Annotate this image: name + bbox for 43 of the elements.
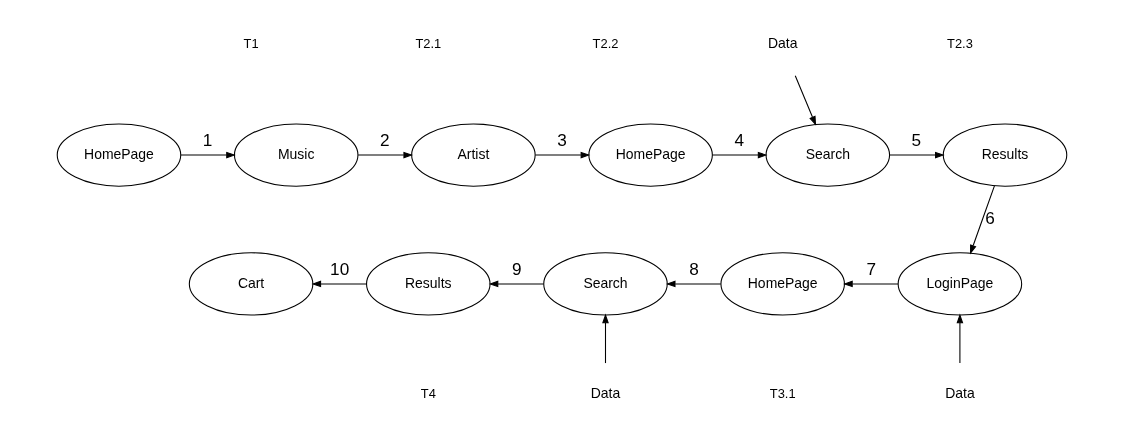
- node-ellipse: Results: [942, 122, 1068, 187]
- label: T2.1: [415, 35, 442, 51]
- edge-label: 1: [202, 129, 213, 150]
- arrow: [712, 151, 768, 158]
- node-ellipse: Cart: [188, 251, 314, 316]
- label: T2.3: [947, 35, 973, 51]
- node-ellipse: Results: [366, 251, 491, 316]
- node-text: Data: [590, 384, 621, 401]
- arrow: [311, 280, 367, 287]
- arrow: [843, 280, 899, 287]
- label: T2.2: [592, 35, 619, 51]
- label: T4: [420, 385, 436, 401]
- edge-label: 2: [380, 129, 390, 150]
- label: T1: [243, 35, 259, 51]
- arrow: [956, 313, 964, 364]
- node-text: Data: [767, 34, 798, 51]
- node-ellipse: Search: [543, 251, 668, 316]
- label: T3.1: [769, 385, 796, 401]
- node-ellipse: HomePage: [720, 251, 845, 316]
- arrow: [488, 280, 545, 287]
- edge-label: 7: [866, 258, 877, 279]
- node-ellipse: Search: [765, 122, 891, 187]
- arrow: [534, 151, 591, 158]
- edge-label: 10: [330, 258, 350, 279]
- node-ellipse: LoginPage: [897, 251, 1023, 316]
- node-ellipse: HomePage: [588, 122, 713, 187]
- arrow: [602, 313, 609, 364]
- edge-label: 4: [734, 129, 744, 150]
- node-ellipse: Music: [233, 122, 359, 187]
- arrow: [794, 74, 817, 126]
- edge-label: 6: [985, 207, 995, 228]
- edge-label: 8: [689, 258, 699, 279]
- node-text: Data: [945, 384, 975, 401]
- node-ellipse: HomePage: [56, 122, 182, 187]
- arrow: [357, 151, 414, 158]
- arrow: [889, 151, 945, 158]
- edge-label: 3: [557, 129, 567, 150]
- edge-label: 9: [512, 258, 522, 279]
- edge-label: 5: [911, 129, 922, 150]
- arrow: [970, 184, 995, 254]
- arrow: [180, 151, 236, 158]
- node-ellipse: Artist: [411, 122, 536, 187]
- arrow: [665, 280, 722, 287]
